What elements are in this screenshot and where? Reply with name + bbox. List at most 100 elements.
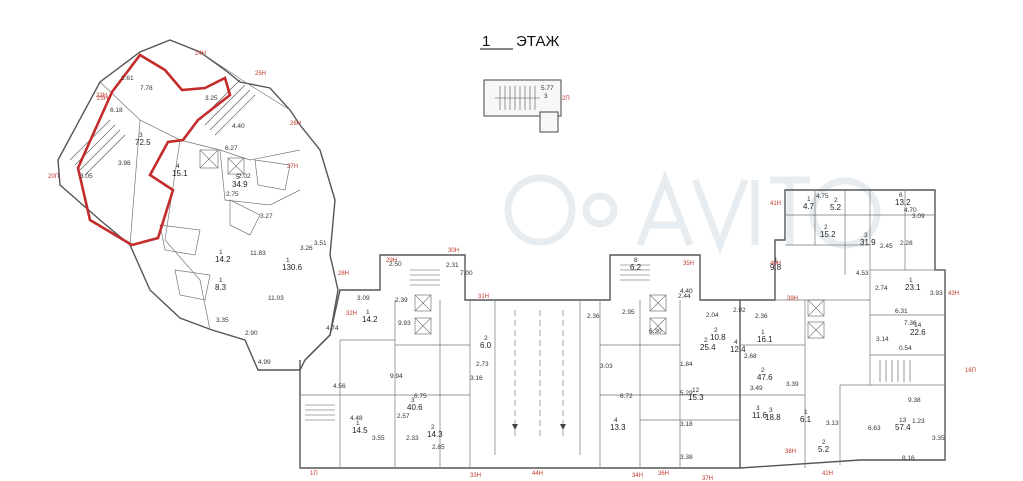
section-tag: 20П — [48, 174, 59, 180]
section-tag: 38Н — [785, 449, 796, 455]
room-number: 2 — [834, 197, 838, 204]
section-tag: 29Н — [386, 258, 397, 264]
dimension-label: 6.63 — [868, 425, 881, 432]
dimension-label: 5.29 — [680, 390, 693, 397]
room-area: 72.5 — [135, 138, 151, 147]
dimension-label: 3.98 — [118, 160, 131, 167]
dimension-label: 2.31 — [446, 262, 459, 269]
room-area: 22.6 — [910, 328, 926, 337]
dimension-label: 2.68 — [744, 353, 757, 360]
dimension-label: 3.55 — [372, 435, 385, 442]
dimension-label: 6.75 — [414, 393, 427, 400]
section-tag: 43Н — [948, 291, 959, 297]
room-area: 16.1 — [757, 335, 773, 344]
dimension-label: 1.23 — [912, 418, 925, 425]
room-number: 4 — [614, 417, 618, 424]
section-tag: 28Н — [338, 271, 349, 277]
room-number: 1 — [219, 277, 223, 284]
room-number: 3 — [139, 132, 143, 139]
section-tag: 36Н — [658, 471, 669, 477]
dimension-label: 3.26 — [300, 245, 313, 252]
room-area: 15.2 — [820, 230, 836, 239]
room-area: 14.5 — [352, 426, 368, 435]
dimension-label: 2.39 — [395, 297, 408, 304]
room-area: 31.9 — [860, 238, 876, 247]
dimension-label: 6.30 — [649, 328, 662, 335]
dimension-label: 7.78 — [140, 85, 153, 92]
dimension-label: 4.53 — [856, 270, 869, 277]
dimension-label: 2.44 — [678, 293, 691, 300]
down-arrow-icon — [512, 424, 566, 430]
elevator-symbol-icon — [414, 294, 667, 335]
room-number: 2 — [431, 424, 435, 431]
dimension-label: 2.04 — [706, 312, 719, 319]
dimension-label: 6.31 — [895, 308, 908, 315]
room-number: 3 — [756, 405, 760, 412]
room-number: 2 — [761, 367, 765, 374]
dimension-label: 2.36 — [755, 313, 768, 320]
room-number: 3 — [769, 407, 773, 414]
room-area: 23.1 — [905, 283, 921, 292]
dimension-label: 3.25 — [205, 95, 218, 102]
section-tag: 31Н — [478, 294, 489, 300]
room-area: 47.6 — [757, 373, 773, 382]
section-tag: 44Н — [532, 471, 543, 477]
dimension-label: 7.36 — [904, 320, 917, 327]
room-area: 11.6 — [752, 411, 768, 420]
dimension-label: 2.33 — [406, 435, 419, 442]
room-number: 2 — [824, 224, 828, 231]
center-block — [299, 254, 741, 469]
section-tag: 26Н — [290, 121, 301, 127]
room-number: 5 — [236, 174, 240, 181]
room-number: 1 — [356, 420, 360, 427]
dimension-label: 6.27 — [225, 145, 238, 152]
section-tag: 39Н — [787, 296, 798, 302]
dimension-label: 3.39 — [786, 381, 799, 388]
dimension-label: 3.03 — [600, 363, 613, 370]
room-area: 40.6 — [407, 403, 423, 412]
dimension-label: 4.75 — [816, 193, 829, 200]
section-tag: 24Н — [195, 51, 206, 57]
room-number: 1 — [366, 309, 370, 316]
room-number: 2 — [822, 439, 826, 446]
section-tag: 32Н — [346, 311, 357, 317]
room-area: 5.2 — [830, 203, 842, 212]
dimension-label: 2.50 — [389, 261, 402, 268]
dimension-label: 2.74 — [875, 285, 888, 292]
room-number: 1 — [909, 277, 913, 284]
section-tag: 27Н — [287, 164, 298, 170]
section-tag: 23Н — [97, 96, 108, 102]
stair-room: 3 — [544, 93, 548, 100]
floor-number: 1 — [482, 33, 490, 50]
dimension-label: 4.48 — [350, 415, 363, 422]
dimension-label: 3.35 — [932, 435, 945, 442]
dimension-label: 3.09 — [357, 295, 370, 302]
dimension-label: 2.45 — [880, 243, 893, 250]
page-title: 1 ЭТАЖ — [480, 33, 559, 50]
dimension-label: 8.16 — [902, 455, 915, 462]
dimension-label: 4.74 — [326, 325, 339, 332]
dimension-label: 9.38 — [908, 397, 921, 404]
dimension-label: 2.36 — [587, 313, 600, 320]
room-number: 14 — [914, 322, 922, 329]
room-area: 57.4 — [895, 423, 911, 432]
section-tag: 41Н — [770, 201, 781, 207]
room-area: 6.1 — [800, 415, 812, 424]
dimension-label: 2.92 — [733, 307, 746, 314]
stair-box: 5.77 3 2П — [483, 79, 570, 133]
room-number: 2 — [704, 337, 708, 344]
dimension-label: 6.72 — [620, 393, 633, 400]
room-area: 14.2 — [362, 315, 378, 324]
room-area: 15.1 — [172, 169, 188, 178]
section-tag: 42Н — [822, 471, 833, 477]
dimension-label: 1.84 — [680, 361, 693, 368]
dimension-label: 2.61 — [121, 75, 134, 82]
dimension-label: 6.18 — [110, 107, 123, 114]
stair-tag: 2П — [562, 96, 570, 102]
dimension-label: 11.03 — [268, 295, 284, 302]
room-number: 1 — [774, 257, 778, 264]
room-number: 1 — [807, 196, 811, 203]
dimension-label: 2.73 — [476, 361, 489, 368]
